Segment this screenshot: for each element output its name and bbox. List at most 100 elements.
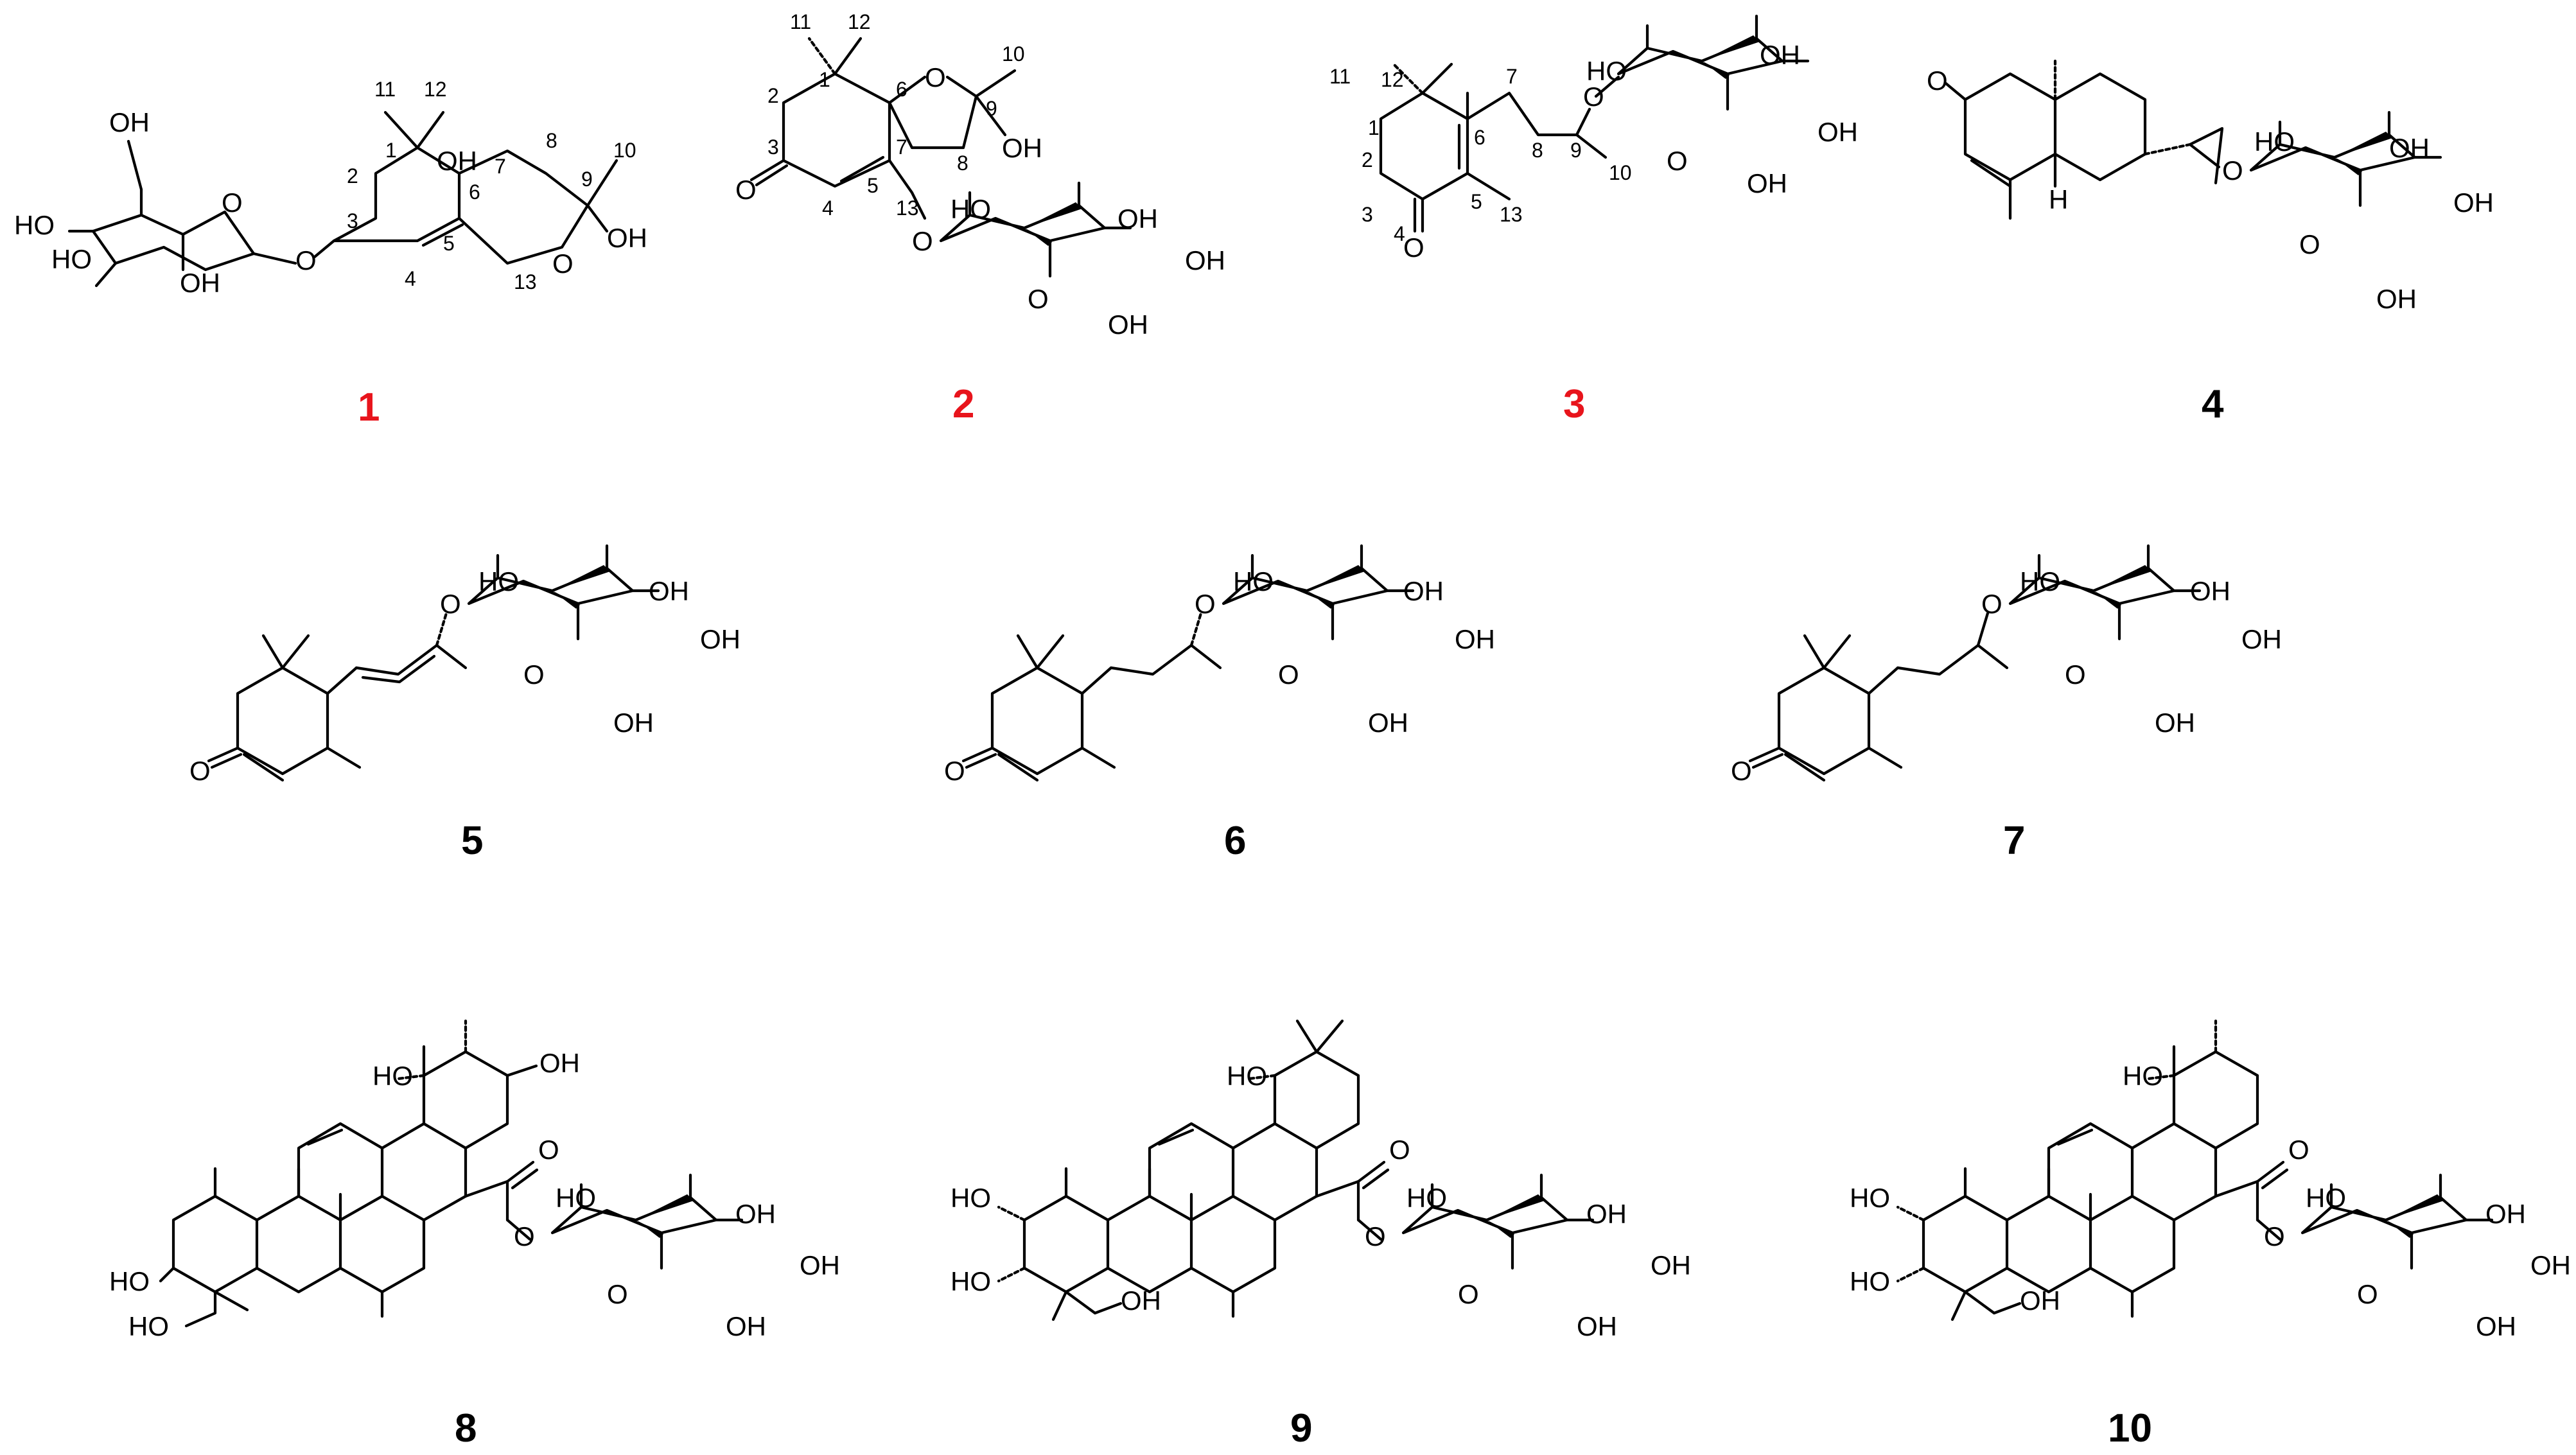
svg-text:O: O [1403, 232, 1424, 263]
svg-text:O: O [925, 62, 946, 92]
svg-text:O: O [2264, 1221, 2285, 1251]
compound-label-2: 2 [952, 382, 974, 426]
svg-text:3: 3 [347, 209, 358, 232]
svg-text:H: H [2049, 184, 2068, 214]
compound-label-4: 4 [2202, 382, 2224, 426]
svg-text:5: 5 [1471, 190, 1482, 213]
svg-text:HO: HO [128, 1311, 169, 1341]
svg-text:O: O [440, 589, 461, 619]
svg-text:OH: OH [1760, 40, 1800, 70]
compound-8-structure: HO OH HO HO O O HO OH OH O OH [109, 1019, 840, 1341]
svg-text:8: 8 [546, 129, 557, 152]
svg-text:O: O [1927, 65, 1948, 96]
svg-text:13: 13 [896, 196, 919, 220]
svg-text:OH: OH [437, 146, 477, 176]
svg-text:O: O [523, 659, 545, 690]
svg-text:OH: OH [649, 576, 689, 606]
svg-text:OH: OH [2389, 133, 2430, 163]
svg-text:O: O [607, 1279, 628, 1309]
svg-text:O: O [2299, 229, 2320, 259]
svg-text:OH: OH [607, 223, 647, 253]
svg-text:6: 6 [1474, 126, 1485, 149]
svg-text:7: 7 [495, 155, 506, 178]
svg-text:O: O [222, 187, 243, 218]
compound-7-structure: O O HO OH OH O OH [1731, 546, 2282, 786]
svg-text:O: O [1667, 146, 1688, 176]
svg-text:OH: OH [800, 1250, 840, 1280]
svg-text:OH: OH [700, 624, 740, 654]
svg-text:OH: OH [1586, 1199, 1627, 1229]
compound-1-structure: OH HO HO OH O O OH O OH 11 12 1 2 3 4 5 … [14, 78, 647, 298]
svg-text:2: 2 [347, 164, 358, 187]
svg-text:HO: HO [109, 1266, 150, 1296]
svg-text:O: O [552, 248, 574, 279]
svg-text:OH: OH [1818, 117, 1858, 147]
svg-text:10: 10 [1002, 42, 1025, 65]
svg-text:8: 8 [957, 152, 968, 175]
svg-text:OH: OH [2020, 1285, 2060, 1316]
svg-text:HO: HO [951, 1266, 991, 1296]
svg-text:O: O [2065, 659, 2086, 690]
svg-text:12: 12 [848, 10, 871, 33]
compound-label-10: 10 [2108, 1406, 2152, 1451]
svg-text:HO: HO [2306, 1183, 2346, 1213]
svg-text:4: 4 [1394, 222, 1405, 245]
svg-text:OH: OH [1455, 624, 1495, 654]
svg-text:HO: HO [14, 210, 55, 240]
svg-text:OH: OH [2241, 624, 2282, 654]
svg-text:6: 6 [469, 180, 480, 204]
svg-text:7: 7 [896, 135, 907, 159]
svg-text:OH: OH [2485, 1199, 2526, 1229]
svg-text:O: O [944, 756, 965, 786]
svg-text:O: O [295, 245, 317, 275]
compound-label-6: 6 [1224, 819, 1246, 863]
svg-text:HO: HO [1850, 1183, 1890, 1213]
svg-text:O: O [1278, 659, 1299, 690]
svg-text:HO: HO [1850, 1266, 1890, 1296]
compound-10-structure: HO HO HO OH O O HO OH OH O OH [1850, 1019, 2571, 1341]
compound-3-structure: O O HO OH OH O OH 11 12 1 2 3 4 5 6 7 8 … [1329, 16, 1858, 263]
svg-text:OH: OH [1747, 168, 1787, 198]
svg-text:HO: HO [478, 566, 519, 597]
compound-2-structure: O O OH O HO OH OH O OH 11 12 1 2 3 4 5 6… [735, 10, 1225, 340]
svg-text:OH: OH [735, 1199, 776, 1229]
svg-text:8: 8 [1532, 139, 1543, 162]
svg-text:O: O [1583, 82, 1604, 112]
svg-text:9: 9 [581, 168, 593, 191]
svg-text:9: 9 [1570, 139, 1582, 162]
svg-text:OH: OH [1577, 1311, 1617, 1341]
svg-text:OH: OH [1108, 309, 1148, 340]
svg-text:O: O [1389, 1135, 1410, 1165]
compound-label-3: 3 [1563, 382, 1585, 426]
svg-text:O: O [2222, 155, 2243, 186]
svg-text:OH: OH [613, 708, 654, 738]
svg-text:11: 11 [374, 78, 396, 101]
svg-text:OH: OH [1002, 133, 1042, 163]
svg-text:HO: HO [951, 194, 991, 224]
compound-label-5: 5 [461, 819, 483, 863]
svg-text:O: O [2357, 1279, 2378, 1309]
compound-4-structure: O H O HO OH OH O OH [1927, 59, 2494, 314]
svg-text:OH: OH [109, 107, 150, 137]
svg-text:10: 10 [613, 139, 636, 162]
svg-text:O: O [912, 226, 933, 256]
compound-label-8: 8 [455, 1406, 477, 1451]
svg-text:3: 3 [767, 135, 779, 159]
svg-text:OH: OH [1185, 245, 1225, 275]
svg-text:O: O [1195, 589, 1216, 619]
svg-text:2: 2 [767, 84, 779, 107]
compound-label-9: 9 [1290, 1406, 1312, 1451]
svg-text:10: 10 [1609, 161, 1632, 184]
svg-text:HO: HO [1233, 566, 1274, 597]
svg-text:4: 4 [405, 267, 416, 290]
svg-text:OH: OH [1117, 204, 1158, 234]
svg-text:O: O [1365, 1221, 1386, 1251]
svg-text:OH: OH [1368, 708, 1408, 738]
svg-text:5: 5 [443, 232, 455, 255]
svg-text:7: 7 [1506, 65, 1518, 88]
compound-5-structure: O O HO OH OH O OH [189, 546, 740, 786]
svg-text:HO: HO [2020, 566, 2060, 597]
svg-text:O: O [2288, 1135, 2309, 1165]
svg-text:HO: HO [951, 1183, 991, 1213]
